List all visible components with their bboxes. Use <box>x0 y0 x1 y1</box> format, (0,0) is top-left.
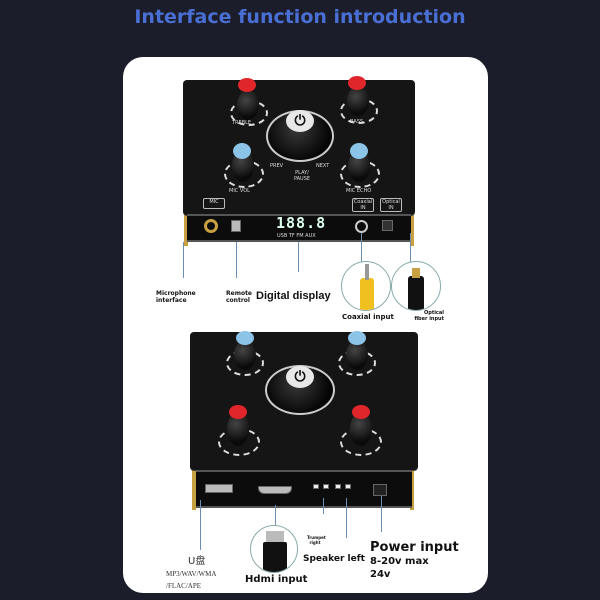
front-panel <box>187 214 411 242</box>
mic-echo-label: MIC ECHO <box>346 188 372 194</box>
formats-line-2: /FLAC/APE <box>166 582 202 590</box>
digital-display: 188.8 <box>276 214 327 232</box>
knob-cap <box>352 405 370 419</box>
bass-label: BASS <box>350 119 364 125</box>
usb-port <box>205 484 233 493</box>
brass-post <box>410 212 414 246</box>
knob-cap <box>236 331 254 345</box>
leader-line <box>236 242 237 278</box>
page-title: Interface function introduction <box>134 6 466 28</box>
remote-control-label: Remote control <box>226 290 253 304</box>
leader-line <box>298 242 299 272</box>
power-icon[interactable]: ⏻ <box>286 110 314 132</box>
brass-post <box>184 212 188 246</box>
power-input-label: Power input <box>370 540 459 555</box>
brass-post <box>410 468 414 510</box>
bass-knob-cap <box>348 76 366 90</box>
coaxial-plug-image <box>341 261 391 311</box>
mic-echo-knob-cap <box>350 143 368 159</box>
mic-jack <box>204 219 218 233</box>
optical-plug-icon <box>408 276 424 310</box>
treble-label: TREBLE <box>232 120 252 126</box>
trumpet-right-label: Trumpet right <box>307 535 326 545</box>
hdmi-plug-image <box>250 525 298 573</box>
rca-plug-icon <box>360 278 374 310</box>
mic-echo-knob[interactable] <box>348 150 370 182</box>
prev-label: PREV <box>270 163 284 169</box>
knob-cap <box>229 405 247 419</box>
dc-power-jack <box>373 484 387 496</box>
knob[interactable] <box>227 412 249 446</box>
leader-line <box>381 496 382 532</box>
brass-post <box>192 468 196 510</box>
treble-knob[interactable] <box>237 90 259 120</box>
leader-line <box>361 233 362 263</box>
display-modes: USB TF FM AUX <box>277 233 316 239</box>
knob[interactable] <box>346 340 368 370</box>
rca-pin <box>365 264 369 280</box>
formats-line-1: MP3/WAV/WMA <box>166 570 217 578</box>
optical-tip <box>412 268 420 278</box>
leader-line <box>346 498 347 538</box>
leader-line <box>410 233 411 263</box>
hdmi-port <box>258 486 292 494</box>
treble-knob-cap <box>238 78 256 92</box>
bass-knob[interactable] <box>347 86 369 116</box>
speaker-terminal <box>313 484 319 489</box>
knob[interactable] <box>350 412 372 446</box>
speaker-terminal <box>335 484 341 489</box>
speaker-left-label: Speaker left <box>303 554 365 564</box>
power-voltage-24v: 24v <box>370 569 391 580</box>
knob-cap <box>348 331 366 345</box>
leader-line <box>275 505 276 525</box>
power-voltage-range: 8-20v max <box>370 556 429 567</box>
optical-plug-image <box>391 261 441 311</box>
optical-button[interactable]: Optical IN <box>380 198 402 212</box>
leader-line <box>183 242 184 278</box>
microphone-interface-label: Microphone interface <box>156 290 196 304</box>
ir-receiver <box>231 220 241 232</box>
leader-line <box>200 500 201 550</box>
usb-label: U盘 <box>188 556 206 567</box>
digital-display-label: Digital display <box>256 290 331 302</box>
hdmi-plug-icon <box>266 531 284 543</box>
mic-vol-label: MIC VOL <box>229 188 250 194</box>
optical-fiber-input-label: Optical fiber input <box>414 310 444 322</box>
speaker-terminal <box>345 484 351 489</box>
hdmi-plug-body <box>263 542 287 572</box>
mic-button[interactable]: MIC <box>203 198 225 209</box>
power-icon[interactable]: ⏻ <box>286 366 314 388</box>
optical-port <box>382 220 393 231</box>
leader-line <box>323 498 324 514</box>
hdmi-input-label: Hdmi input <box>245 574 308 585</box>
mic-vol-knob-cap <box>233 143 251 159</box>
coaxial-jack <box>355 220 368 233</box>
knob[interactable] <box>234 340 256 370</box>
play-pause-label: PLAY/ PAUSE <box>293 170 311 182</box>
coaxial-button[interactable]: Coaxial IN <box>352 198 374 212</box>
coaxial-input-label: Coaxial input <box>342 313 394 321</box>
speaker-terminal <box>323 484 329 489</box>
next-label: NEXT <box>316 163 330 169</box>
